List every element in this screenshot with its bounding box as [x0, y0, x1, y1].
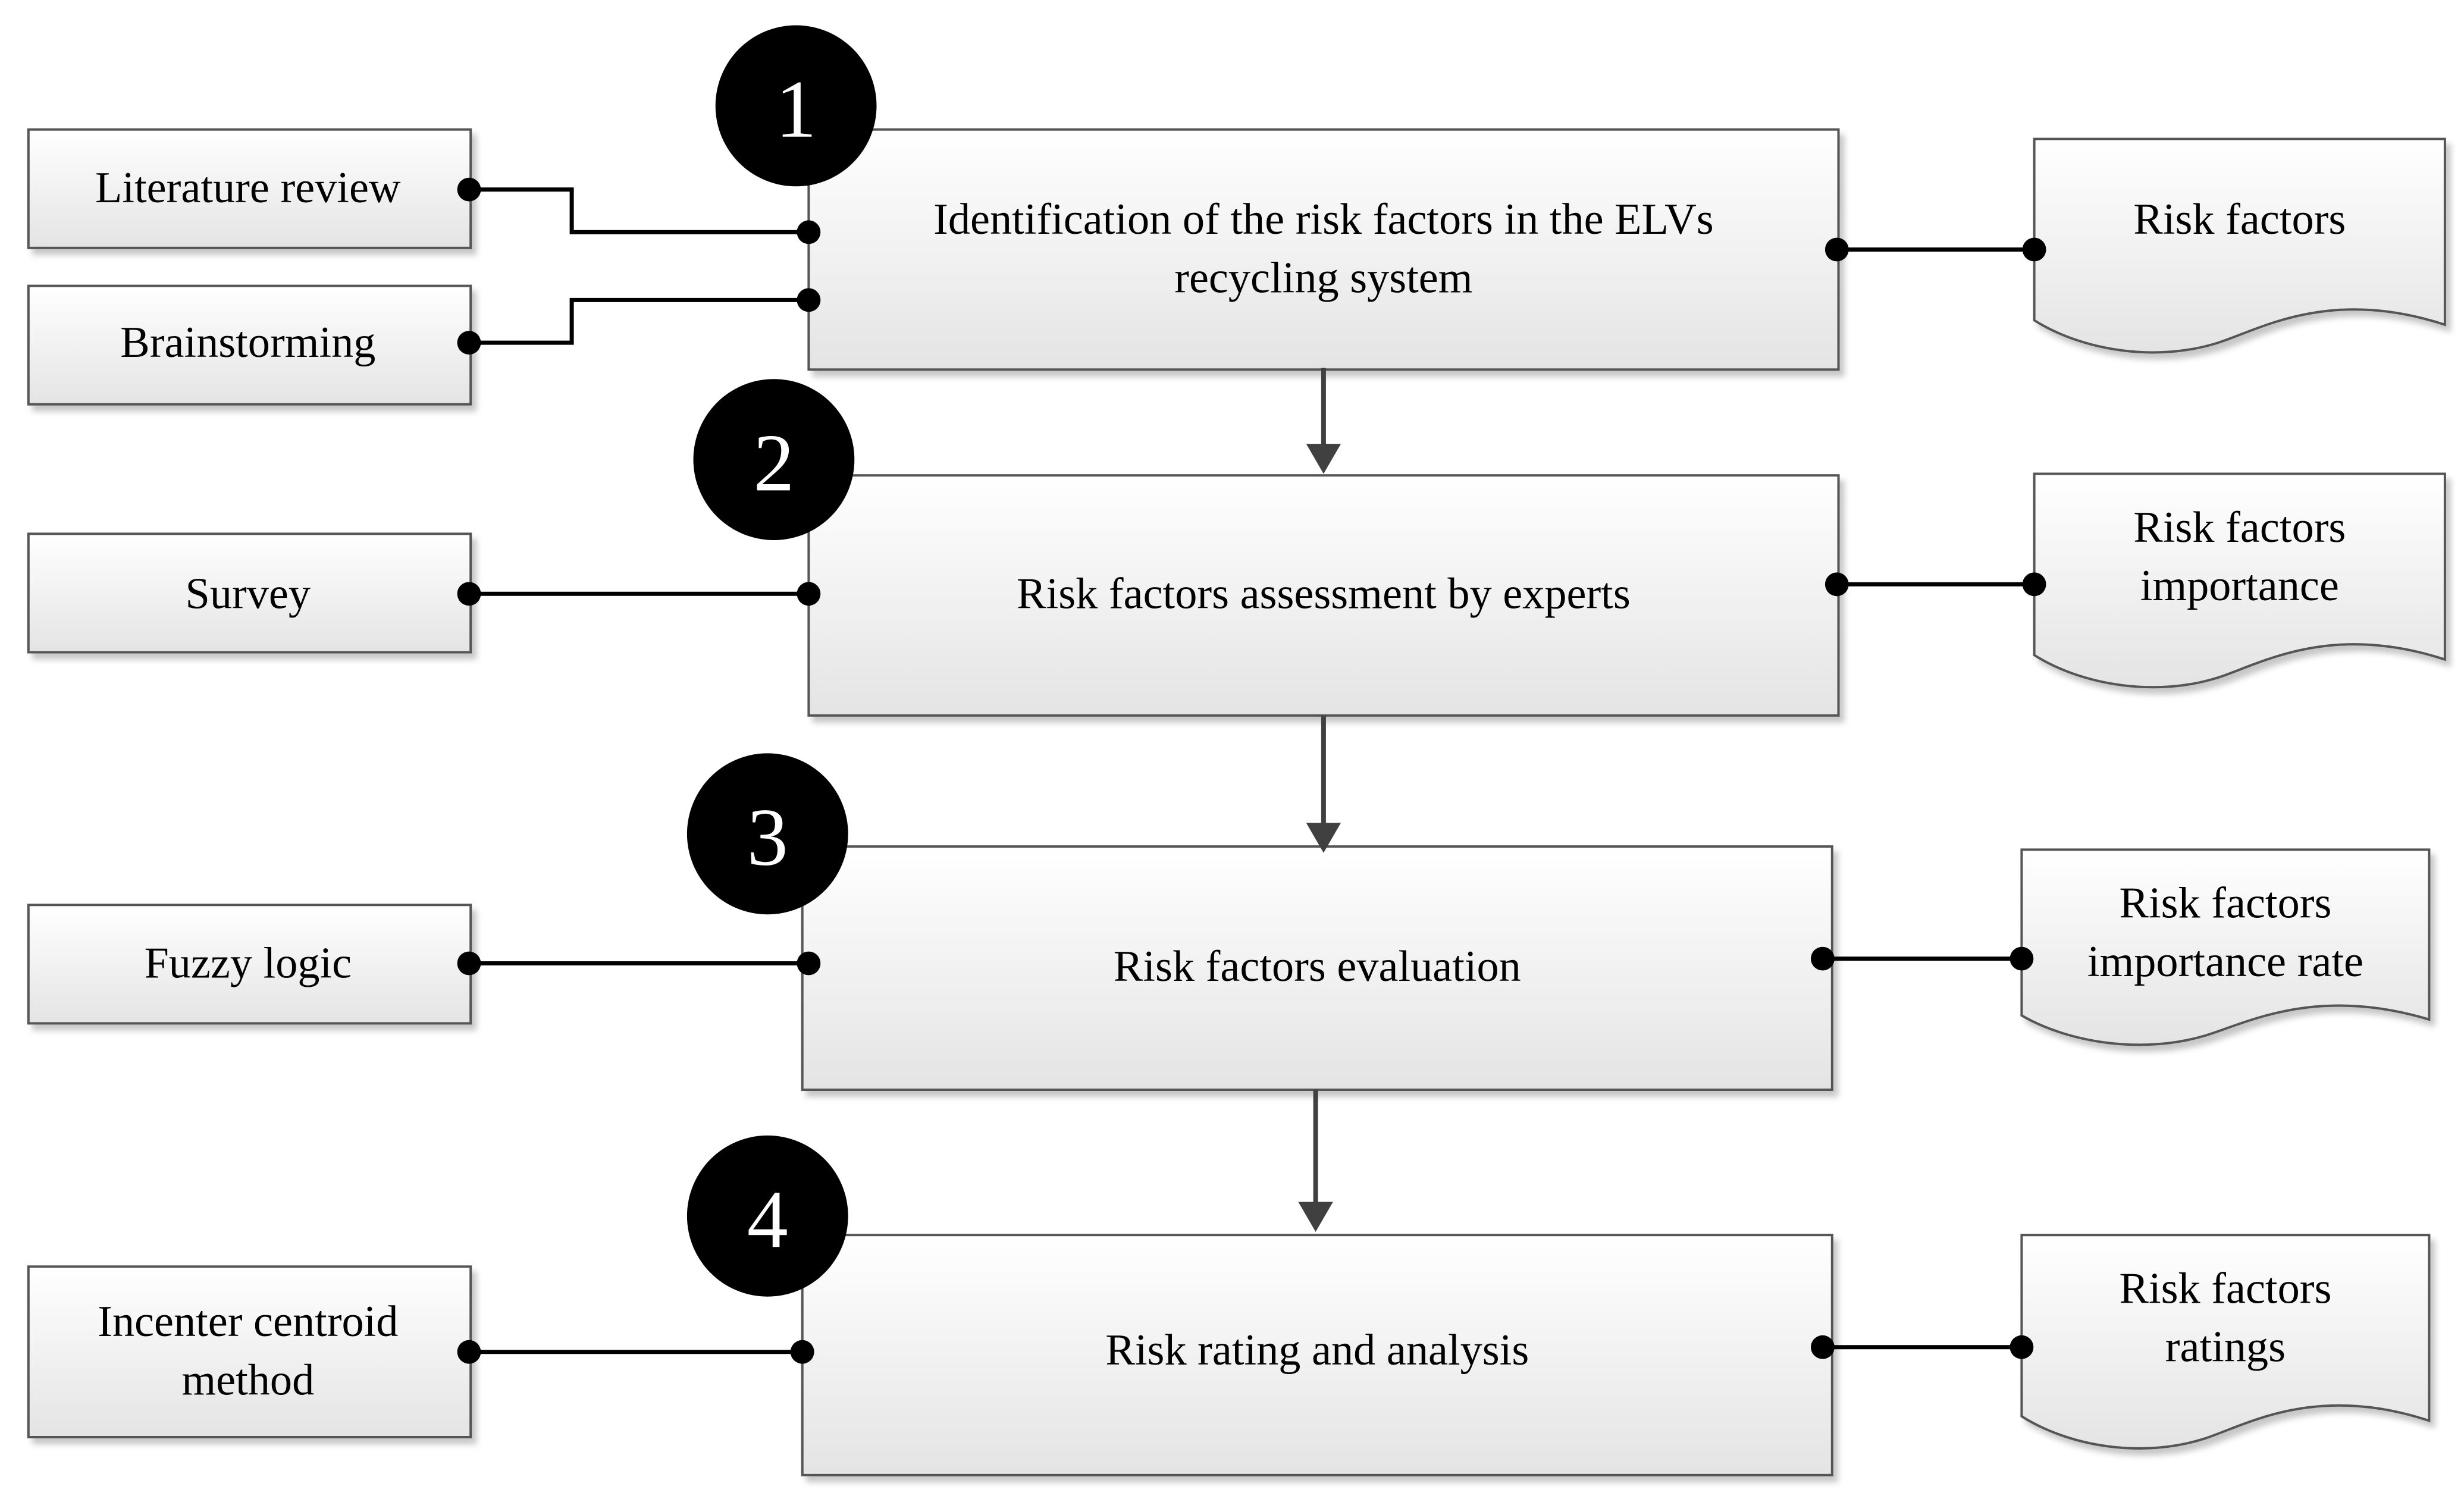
input-4-label-line: Fuzzy logic — [144, 939, 352, 988]
step-1-number: 1 — [776, 64, 817, 155]
step-3-label-line: Risk factors evaluation — [1114, 942, 1521, 991]
input-connector-2-endpoint-1 — [457, 331, 481, 355]
input-1-label-line: Literature review — [95, 164, 401, 212]
output-document-1 — [2033, 137, 2446, 354]
step-box-2 — [807, 474, 1840, 717]
input-connector-5-endpoint-2 — [790, 1340, 814, 1364]
input-connector-4-endpoint-2 — [797, 951, 821, 976]
output-connector-3-endpoint-1 — [1811, 946, 1835, 971]
output-3-label-line: Risk factors — [2119, 879, 2331, 928]
input-connector-1-endpoint-2 — [797, 220, 821, 244]
output-connector-4-endpoint-1 — [1811, 1335, 1835, 1359]
input-box-3 — [27, 532, 472, 654]
output-document-2 — [2033, 472, 2446, 689]
output-1-label-line: Risk factors — [2133, 195, 2346, 244]
flow-arrowhead-1 — [1306, 444, 1341, 474]
output-4-label-line: ratings — [2165, 1323, 2286, 1372]
connectors-layer — [457, 177, 2046, 1364]
flow-arrowhead-3 — [1298, 1202, 1333, 1232]
input-box-1 — [27, 128, 472, 249]
output-connector-1-endpoint-1 — [1825, 237, 1849, 262]
input-connector-1 — [469, 187, 809, 234]
output-4-label-line: Risk factors — [2119, 1265, 2331, 1313]
input-connector-5-endpoint-1 — [457, 1340, 481, 1364]
output-connector-1-endpoint-2 — [2022, 237, 2046, 262]
input-box-2 — [27, 284, 472, 406]
input-connector-4-endpoint-1 — [457, 951, 481, 976]
input-connector-3-endpoint-1 — [457, 582, 481, 606]
step-3-badge — [686, 753, 848, 915]
output-connector-4-endpoint-2 — [2010, 1335, 2034, 1359]
step-1-label-line: Identification of the risk factors in th… — [933, 195, 1714, 244]
input-2-label-line: Brainstorming — [120, 318, 375, 367]
step-2-number: 2 — [753, 417, 794, 508]
shapes-layer — [27, 128, 2446, 1476]
step-2-label-line: Risk factors assessment by experts — [1017, 569, 1631, 618]
input-box-4 — [27, 904, 472, 1025]
output-connector-3-endpoint-2 — [2010, 946, 2034, 971]
output-3-label-line: importance rate — [2087, 937, 2363, 986]
input-3-label-line: Survey — [186, 569, 311, 618]
step-2-badge — [693, 379, 855, 540]
input-connector-2 — [469, 297, 809, 345]
step-box-4 — [801, 1234, 1833, 1476]
step-4-label-line: Risk rating and analysis — [1105, 1326, 1529, 1375]
input-box-5 — [27, 1265, 472, 1439]
input-connector-2-endpoint-2 — [797, 288, 821, 312]
step-1-badge — [715, 25, 877, 187]
input-5-label-line: Incenter centroid — [98, 1297, 398, 1346]
step-box-3 — [801, 845, 1833, 1091]
step-box-1 — [807, 128, 1840, 371]
step-4-badge — [686, 1135, 848, 1297]
step-3-number: 3 — [747, 792, 788, 883]
output-connector-2-endpoint-1 — [1825, 572, 1849, 597]
flow-arrowhead-2 — [1306, 823, 1341, 853]
output-2-label-line: Risk factors — [2133, 503, 2346, 552]
output-document-3 — [2020, 848, 2431, 1046]
output-document-4 — [2020, 1234, 2431, 1450]
step-4-number: 4 — [747, 1174, 788, 1265]
input-5-label-line: method — [181, 1356, 314, 1405]
text-layer: Identification of the risk factors in th… — [95, 25, 2363, 1405]
output-connector-2-endpoint-2 — [2022, 572, 2046, 597]
output-2-label-line: importance — [2140, 562, 2339, 610]
input-connector-1-endpoint-1 — [457, 177, 481, 202]
input-connector-3-endpoint-2 — [797, 582, 821, 606]
step-1-label-line: recycling system — [1174, 253, 1472, 302]
